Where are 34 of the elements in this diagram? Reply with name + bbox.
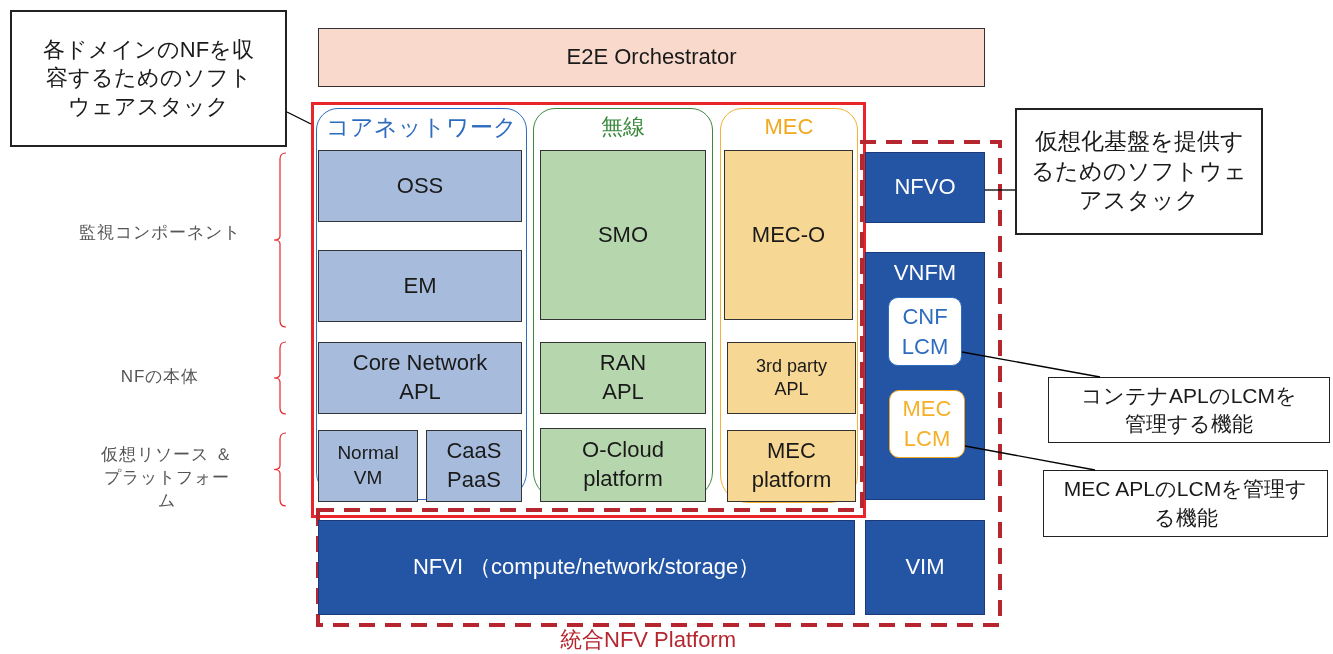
component-box: O-Cloud platform bbox=[540, 428, 706, 502]
component-box: EM bbox=[318, 250, 522, 322]
group-heading: MEC bbox=[764, 113, 814, 141]
domain-group bbox=[533, 108, 713, 500]
component-box: 3rd party APL bbox=[727, 342, 856, 414]
callout-box: MEC APLのLCMを管理する機能 bbox=[1043, 470, 1328, 537]
frame-caption: 統合NFV Platform bbox=[560, 626, 737, 654]
component-box: MEC-O bbox=[724, 150, 853, 320]
function-box: MEC LCM bbox=[889, 390, 965, 458]
callout-box: 各ドメインのNFを収容するためのソフトウェアスタック bbox=[10, 10, 287, 147]
function-box: NFVO bbox=[865, 152, 985, 223]
infrastructure-box: NFVI （compute/network/storage） bbox=[318, 520, 855, 615]
function-box bbox=[865, 252, 985, 500]
function-box: CNF LCM bbox=[888, 297, 962, 366]
component-box: MEC platform bbox=[727, 430, 856, 502]
group-heading: コアネットワーク bbox=[326, 113, 517, 142]
infrastructure-box: VIM bbox=[865, 520, 985, 615]
component-box: SMO bbox=[540, 150, 706, 320]
orchestrator-box: E2E Orchestrator bbox=[318, 28, 985, 87]
component-box: Core Network APL bbox=[318, 342, 522, 414]
stack-frame bbox=[311, 102, 866, 518]
component-box: Normal VM bbox=[318, 430, 418, 502]
side-label: 監視コンポーネント bbox=[78, 222, 242, 244]
domain-group bbox=[720, 108, 858, 503]
group-heading: VNFM bbox=[893, 259, 957, 287]
callout-box: 仮想化基盤を提供するためのソフトウェアスタック bbox=[1015, 108, 1263, 235]
component-box: OSS bbox=[318, 150, 522, 222]
side-label: 仮想リソース ＆プラットフォーム bbox=[100, 444, 234, 512]
group-heading: 無線 bbox=[601, 113, 645, 141]
domain-group bbox=[316, 108, 527, 500]
component-box: RAN APL bbox=[540, 342, 706, 414]
side-label: NFの本体 bbox=[119, 366, 201, 388]
component-box: CaaS PaaS bbox=[426, 430, 522, 502]
callout-box: コンテナAPLのLCMを管理する機能 bbox=[1048, 377, 1330, 443]
